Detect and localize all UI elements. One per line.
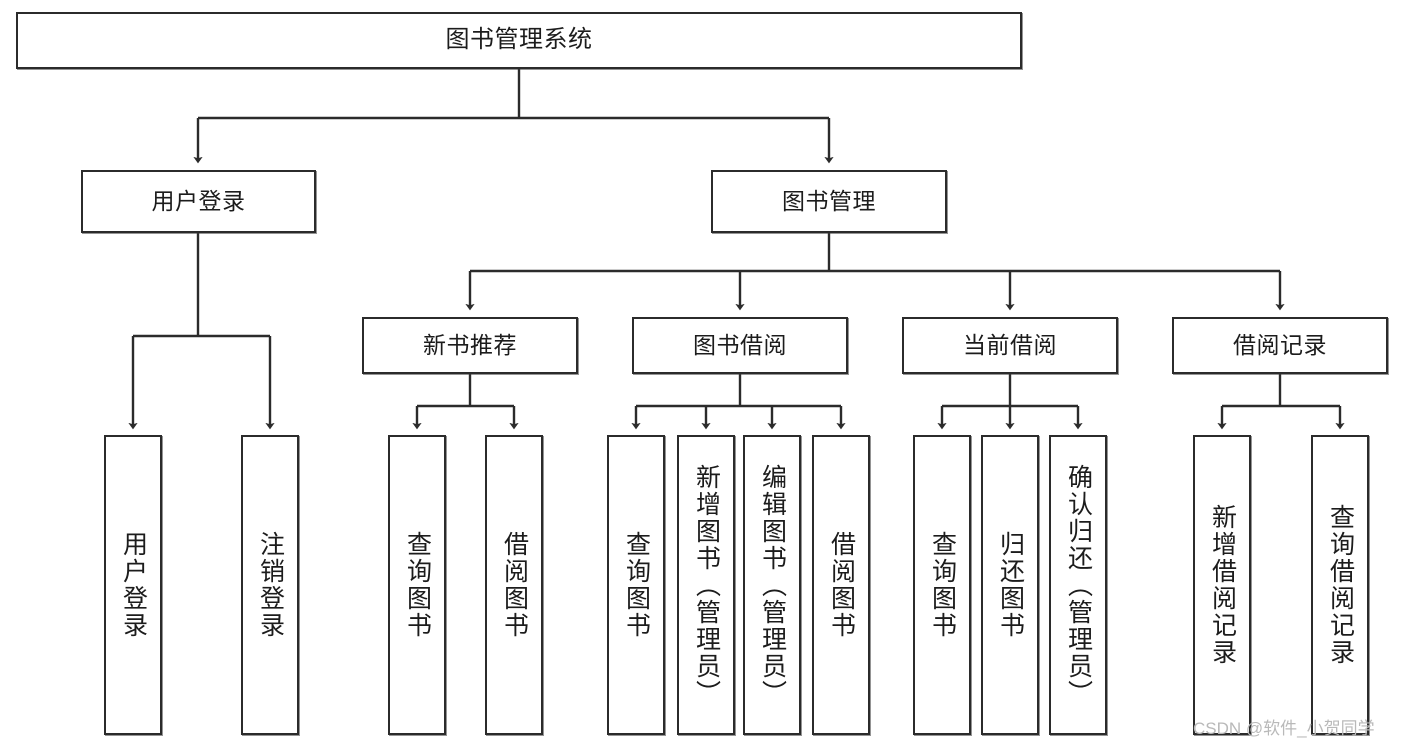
node-leaf-user-login-label: 用户登录 (119, 531, 148, 639)
node-leaf-return-book-label: 归还图书 (996, 531, 1025, 639)
node-leaf-add-book-label: 新增图书（管理员） (692, 463, 721, 707)
node-leaf-edit-book[interactable]: 编辑图书（管理员） (743, 435, 801, 735)
node-leaf-logout-label: 注销登录 (256, 531, 285, 639)
node-leaf-confirm-return-label: 确认归还（管理员） (1064, 463, 1093, 707)
node-leaf-return-book[interactable]: 归还图书 (981, 435, 1039, 735)
node-leaf-edit-book-label: 编辑图书（管理员） (758, 463, 787, 707)
node-leaf-query-book-3[interactable]: 查询图书 (913, 435, 971, 735)
node-leaf-add-record[interactable]: 新增借阅记录 (1193, 435, 1251, 735)
node-leaf-query-book-1-label: 查询图书 (403, 531, 432, 639)
node-leaf-query-book-1[interactable]: 查询图书 (388, 435, 446, 735)
node-current-borrow[interactable]: 当前借阅 (902, 317, 1118, 374)
node-leaf-query-book-2-label: 查询图书 (622, 531, 651, 639)
node-leaf-add-record-label: 新增借阅记录 (1208, 504, 1237, 666)
node-root[interactable]: 图书管理系统 (16, 12, 1022, 69)
node-leaf-query-book-2[interactable]: 查询图书 (607, 435, 665, 735)
node-leaf-confirm-return[interactable]: 确认归还（管理员） (1049, 435, 1107, 735)
node-book-borrow-label: 图书借阅 (693, 331, 787, 358)
node-new-book-rec-label: 新书推荐 (423, 331, 517, 358)
node-leaf-borrow-book-2[interactable]: 借阅图书 (812, 435, 870, 735)
node-user-login-label: 用户登录 (151, 187, 246, 214)
node-root-label: 图书管理系统 (445, 26, 593, 54)
node-leaf-logout[interactable]: 注销登录 (241, 435, 299, 735)
csdn-watermark: CSDN @软件_小贺同学 (1193, 719, 1375, 738)
node-borrow-record-label: 借阅记录 (1233, 331, 1327, 358)
node-leaf-query-record-label: 查询借阅记录 (1326, 504, 1355, 666)
node-leaf-borrow-book-2-label: 借阅图书 (827, 531, 856, 639)
node-leaf-user-login[interactable]: 用户登录 (104, 435, 162, 735)
node-borrow-record[interactable]: 借阅记录 (1172, 317, 1388, 374)
node-leaf-borrow-book-1[interactable]: 借阅图书 (485, 435, 543, 735)
node-leaf-borrow-book-1-label: 借阅图书 (500, 531, 529, 639)
node-leaf-add-book[interactable]: 新增图书（管理员） (677, 435, 735, 735)
node-current-borrow-label: 当前借阅 (963, 331, 1057, 358)
node-new-book-rec[interactable]: 新书推荐 (362, 317, 578, 374)
node-user-login[interactable]: 用户登录 (81, 170, 316, 233)
node-leaf-query-record[interactable]: 查询借阅记录 (1311, 435, 1369, 735)
node-book-manage-label: 图书管理 (782, 187, 876, 214)
node-book-manage[interactable]: 图书管理 (711, 170, 947, 233)
node-book-borrow[interactable]: 图书借阅 (632, 317, 848, 374)
node-leaf-query-book-3-label: 查询图书 (928, 531, 957, 639)
